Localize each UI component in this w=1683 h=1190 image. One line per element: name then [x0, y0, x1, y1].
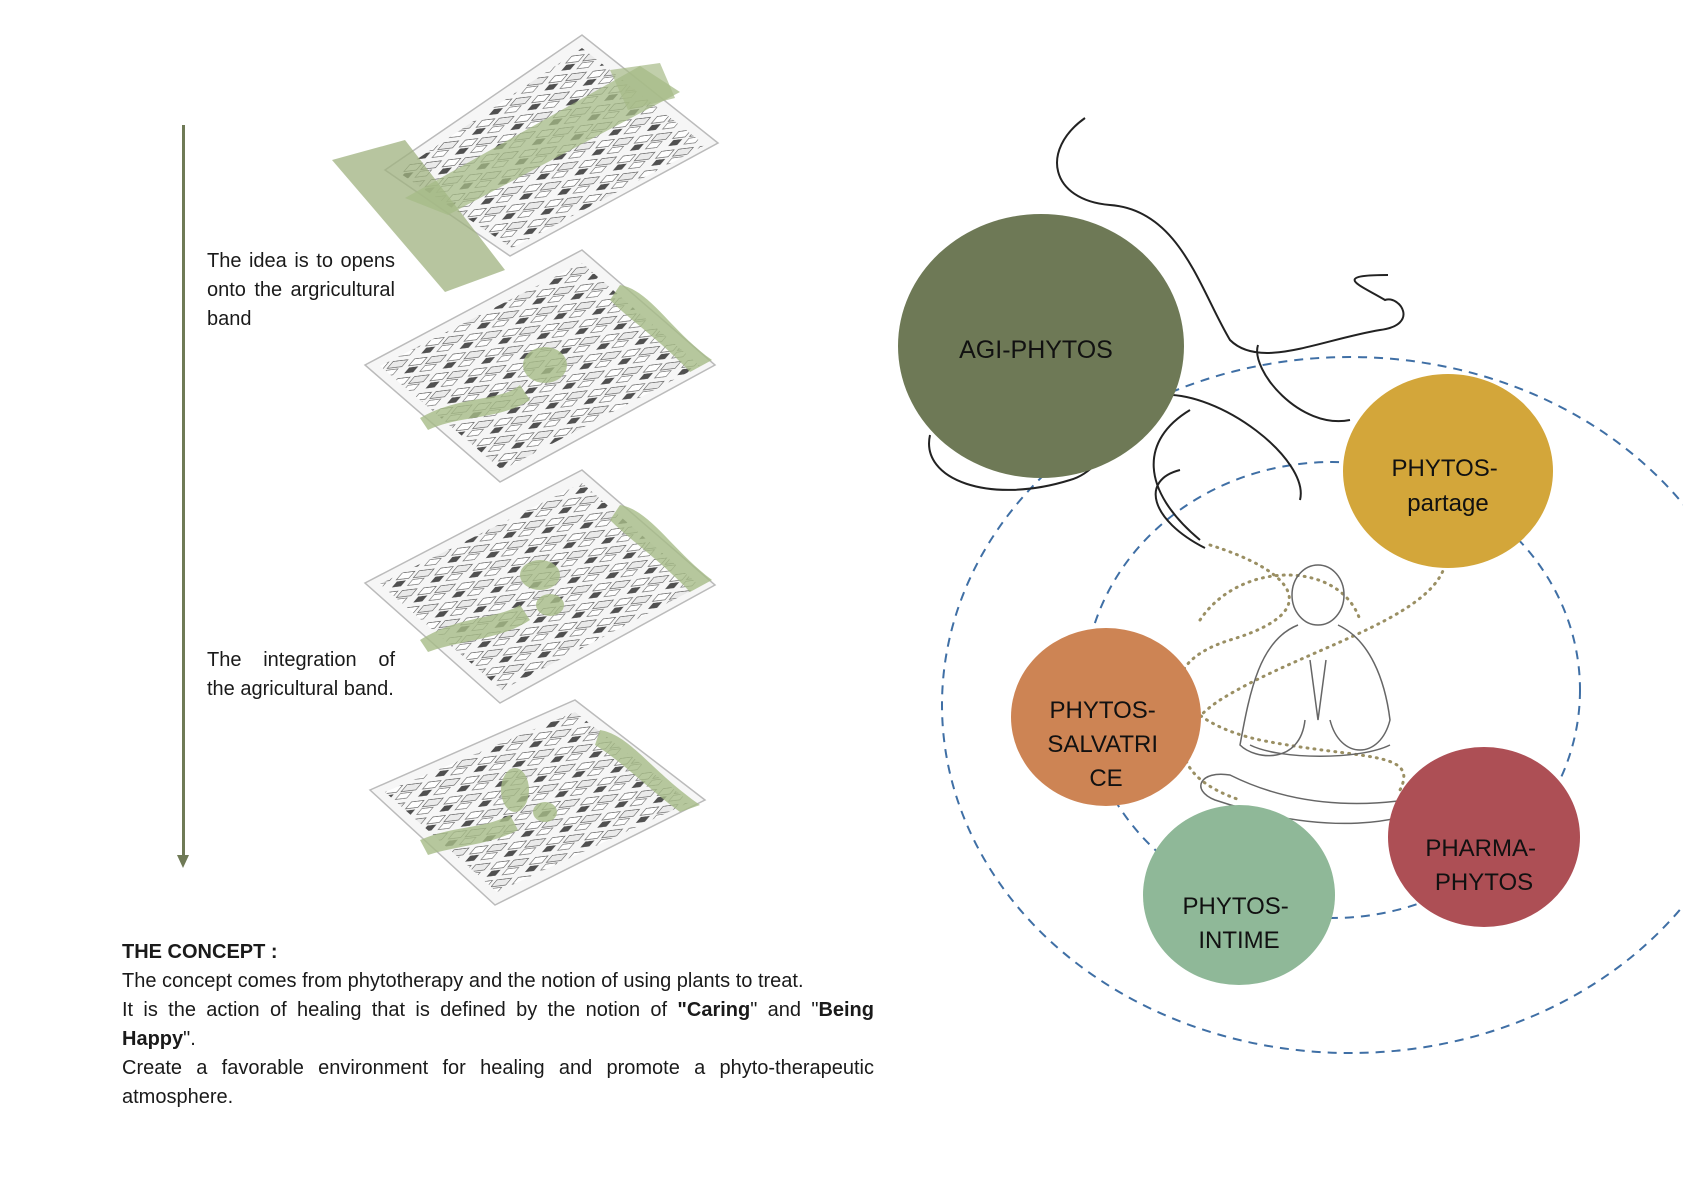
- concept-section: THE CONCEPT : The concept comes from phy…: [122, 938, 874, 1112]
- urban-plan-stage-3: [363, 469, 717, 704]
- urban-plan-stage-1: [332, 34, 720, 292]
- circle-phytos-partage-line-2: partage: [1407, 490, 1488, 517]
- note-agricultural-band-integration: The integration of the agricultural band…: [207, 649, 395, 700]
- circle-phytos-salvatrice-line-1: PHYTOS-: [1050, 697, 1156, 724]
- circle-phytos-partage-label: PHYTOS- partage: [1392, 455, 1505, 517]
- concept-line-2: It is the action of healing that is defi…: [122, 996, 874, 1054]
- concept-caring: "Caring: [677, 999, 751, 1021]
- concept-line-2-end: ".: [183, 1028, 196, 1050]
- circle-phytos-salvatrice-label: PHYTOS- SALVATRI CE: [1047, 697, 1164, 792]
- circle-phytos-intime-line-1: PHYTOS-: [1183, 893, 1289, 920]
- circle-pharma-phytos: PHARMA- PHYTOS: [1388, 747, 1580, 927]
- concept-line-2-pre: It is the action of healing that is defi…: [122, 999, 678, 1021]
- dotted-flow-path: [1178, 543, 1447, 802]
- circle-phytos-partage-line-1: PHYTOS-: [1392, 455, 1498, 482]
- concept-happy: Happy: [122, 1028, 184, 1050]
- circle-phytos-salvatrice: PHYTOS- SALVATRI CE: [1011, 628, 1201, 806]
- timeline-arrow-line: [182, 125, 185, 860]
- outer-dashed-ring: [941, 356, 1683, 1054]
- circle-phytos-salvatrice-line-3: CE: [1089, 765, 1122, 792]
- concept-heading: THE CONCEPT :: [122, 941, 278, 963]
- circle-phytos-intime: PHYTOS- INTIME: [1143, 805, 1335, 985]
- circle-pharma-phytos-line-2: PHYTOS: [1435, 869, 1533, 896]
- concept-line-1: The concept comes from phytotherapy and …: [122, 970, 804, 992]
- circle-agi-phytos-line-1: AGI-PHYTOS: [959, 336, 1113, 364]
- circle-agi-phytos-label: AGI-PHYTOS: [959, 336, 1113, 364]
- circle-phytos-partage: PHYTOS- partage: [1343, 374, 1553, 568]
- circle-pharma-phytos-label: PHARMA- PHYTOS: [1425, 835, 1542, 896]
- urban-plan-stage-4: [368, 699, 707, 906]
- concept-line-3: Create a favorable environment for heali…: [122, 1057, 874, 1108]
- concept-line-2-mid: " and ": [750, 999, 819, 1021]
- circle-agi-phytos: AGI-PHYTOS: [898, 214, 1184, 478]
- circle-phytos-intime-line-2: INTIME: [1198, 927, 1279, 954]
- note-agricultural-band-opening: The idea is to opens onto the argricultu…: [207, 250, 395, 330]
- inner-dashed-ring: [1083, 461, 1581, 919]
- urban-plan-stage-2: [363, 249, 717, 483]
- concept-being: Being: [818, 999, 874, 1021]
- circle-phytos-salvatrice-line-2: SALVATRI: [1047, 731, 1158, 758]
- timeline-arrow-head: [177, 855, 189, 868]
- circle-pharma-phytos-line-1: PHARMA-: [1425, 835, 1536, 862]
- circle-phytos-intime-label: PHYTOS- INTIME: [1183, 893, 1296, 954]
